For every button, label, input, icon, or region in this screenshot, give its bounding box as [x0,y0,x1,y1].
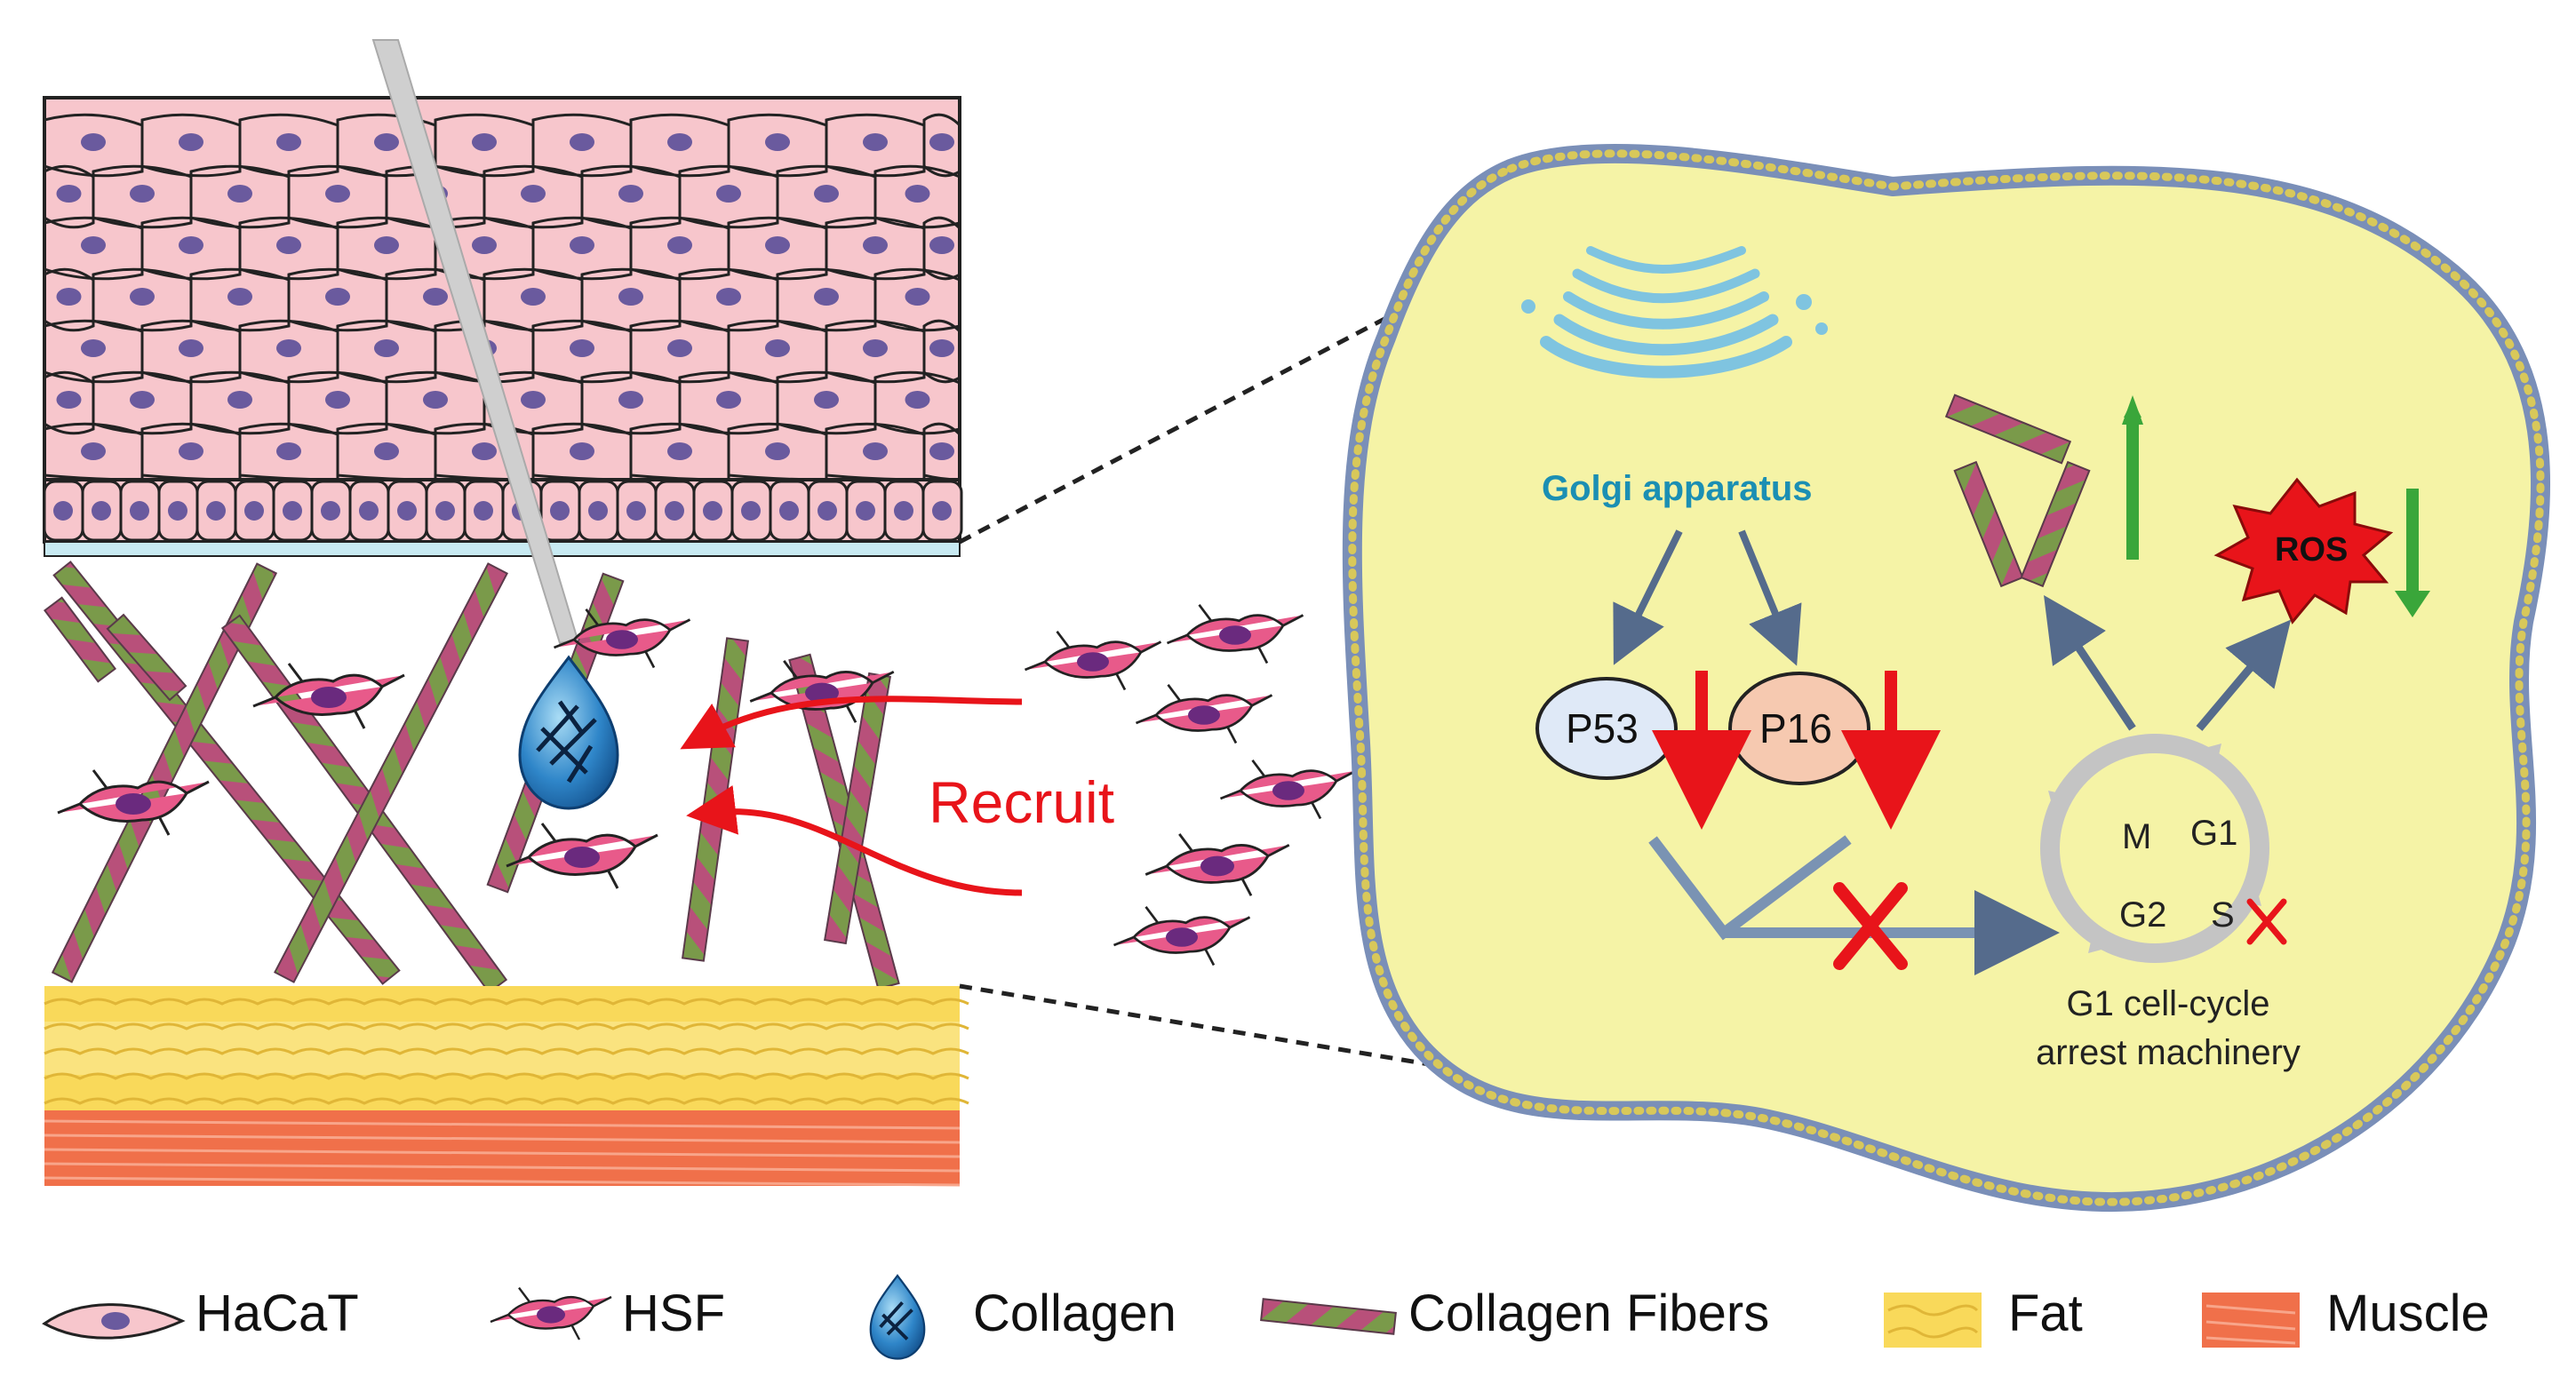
phase-s-label: S [2211,895,2235,935]
basal-cell-layer [43,478,963,544]
legend-collagen-fiber-icon [1260,1298,1397,1335]
collagen-droplet [518,655,619,810]
ros-burst-icon [2213,477,2394,624]
cycle-to-ros-arrow [2196,619,2292,731]
fat-layer [44,986,969,1115]
basement-membrane [44,541,961,557]
muscle-layer [44,1110,961,1187]
cycle-to-fibers-arrow [2044,595,2136,731]
legend-hsf-cell-icon [490,1286,612,1340]
microneedle [371,39,579,645]
legend-hacat-cell-icon [42,1303,186,1340]
golgi-to-p53-arrow [1613,529,1683,665]
golgi-to-p16-arrow [1738,529,1802,666]
legend-fat-label: Fat [2008,1285,2083,1342]
golgi-label: Golgi apparatus [1542,469,1813,508]
legend-muscle-swatch-icon [2202,1293,2300,1348]
legend-muscle-label: Muscle [2326,1285,2490,1342]
legend-fat-swatch-icon [1884,1293,1982,1348]
s-phase-x-icon [2246,898,2287,945]
legend-collagen-droplet-icon [869,1274,926,1360]
arrest-label-line1: G1 cell-cycle [2066,984,2270,1023]
legend-hacat-label: HaCaT [195,1285,359,1342]
collagen-fibers-cluster-icon [1944,394,2091,588]
p16-label: P16 [1759,705,1832,752]
phase-m-label: M [2122,817,2152,856]
recruit-arrows [680,696,1023,896]
legend-collagen-label: Collagen [973,1285,1176,1342]
inhibition-x-icon [1833,882,1908,970]
p53-label: P53 [1566,705,1639,752]
legend-hsf-label: HSF [622,1285,725,1342]
golgi-icon [1521,246,1828,378]
legend-collagen-fibers-label: Collagen Fibers [1408,1285,1770,1342]
arrest-label-line2: arrest machinery [2036,1033,2301,1072]
zoomed-cell [1342,143,2551,1213]
cell-cycle-ring [2040,734,2269,963]
hsf-cells [57,603,1358,966]
dermis-collagen-fibers [43,561,900,994]
p16-oval [1728,672,1870,785]
recruit-label: Recruit [929,769,1115,835]
phase-g2-label: G2 [2119,895,2167,935]
ros-label: ROS [2275,531,2349,569]
p53-oval [1535,677,1678,780]
phase-g1-label: G1 [2190,814,2238,853]
